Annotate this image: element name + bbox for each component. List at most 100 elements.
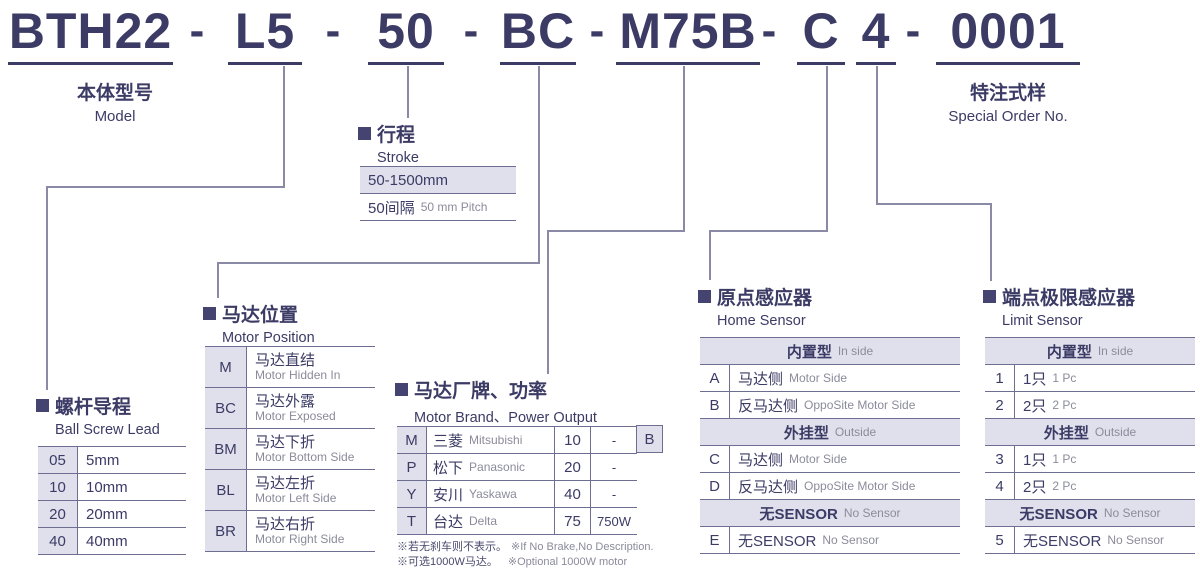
connector-line [46,186,285,188]
ball-screw-table: 05 5mm 10 10mm 20 20mm 40 40mm [38,446,186,555]
table-row: 1 1只 1 Pc [985,365,1195,392]
brand-zh: 安川 [433,486,464,504]
table-row: B 反马达侧 OppoSite Motor Side [700,392,960,419]
brand-name: 三菱 Mitsubishi [427,427,555,453]
model-label-zh: 本体型号 [76,83,153,104]
sensor-group-header: 外挂型 Outside [700,419,960,446]
connector-line [683,66,685,232]
table-row: BC 马达外露 Motor Exposed [205,388,375,429]
group-header-en: No Sensor [843,506,901,520]
table-row: BM 马达下折 Motor Bottom Side [205,429,375,470]
code-segment-stroke: 50 [368,0,444,65]
position-desc-zh: 马达右折 [255,516,316,533]
stroke-table: 50-1500mm 50间隔 50 mm Pitch [360,166,516,221]
section-bullet-icon [203,307,216,320]
sensor-desc-en: 1 Pc [1052,452,1077,466]
power-value: 750W [597,513,631,529]
connector-line [217,262,540,264]
connector-line [826,66,828,232]
table-row: BL 马达左折 Motor Left Side [205,470,375,511]
motor-brand-title-zh: 马达厂牌、功率 [414,381,548,402]
position-code: M [205,347,247,387]
power-value: - [611,459,617,475]
motor-brand-section-title: 马达厂牌、功率 Motor Brand、Power Output [395,376,597,427]
table-row: 5 无SENSOR No Sensor [985,527,1195,554]
sensor-code: 1 [985,365,1015,391]
table-row: 2 2只 2 Pc [985,392,1195,419]
motor-brand-note-1: ※若无刹车则不表示。 ※If No Brake,No Description. [397,538,654,554]
sensor-desc-zh: 无SENSOR [738,532,817,550]
position-desc-zh: 马达外露 [255,393,316,410]
table-row: 20 20mm [38,501,186,528]
section-bullet-icon [36,399,49,412]
motor-position-section-title: 马达位置 Motor Position [203,300,315,346]
position-desc-en: Motor Exposed [255,409,336,423]
note-zh: ※若无刹车则不表示。 [397,541,507,553]
sensor-code: 5 [985,527,1015,553]
stroke-range-row: 50-1500mm [360,167,516,194]
section-bullet-icon [395,383,408,396]
motor-brand-title-en: Motor Brand、Power Output [414,410,597,426]
sensor-desc-en: Motor Side [789,371,848,385]
motor-position-table: M 马达直结 Motor Hidden In BC 马达外露 Motor Exp… [205,346,375,552]
stroke-title-en: Stroke [377,150,419,166]
brand-code: T [397,508,427,534]
sensor-code: 3 [985,446,1015,472]
table-row: A 马达侧 Motor Side [700,365,960,392]
power-code: 75 [555,508,591,534]
note-zh: ※可选1000W马达。 [397,556,498,568]
note-en: ※If No Brake,No Description. [511,541,654,553]
power-code: 40 [555,481,591,507]
power-code: 20 [555,454,591,480]
stroke-pitch-zh: 50间隔 [368,199,415,217]
connector-line [547,230,549,374]
group-header-zh: 内置型 [786,343,832,361]
position-desc: 马达下折 Motor Bottom Side [247,434,354,464]
sensor-desc-en: 2 Pc [1052,398,1077,412]
brand-en: Panasonic [469,460,526,474]
sensor-desc-en: OppoSite Motor Side [804,479,916,493]
position-desc-en: Motor Hidden In [255,368,341,382]
group-header-en: In side [1097,344,1134,358]
sensor-desc-en: 2 Pc [1052,479,1077,493]
brand-en: Yaskawa [469,487,517,501]
sensor-desc-zh: 1只 [1023,370,1047,388]
lead-value: 10mm [86,478,128,496]
code-segment-special-order: 0001 [936,0,1080,65]
brand-name: 安川 Yaskawa [427,481,555,507]
table-row: C 马达侧 Motor Side [700,446,960,473]
connector-line [709,230,711,280]
home-sensor-title-zh: 原点感应器 [717,288,813,309]
sensor-code: 2 [985,392,1015,418]
sensor-group-header: 无SENSOR No Sensor [985,500,1195,527]
stroke-section-title: 行程 Stroke [358,120,419,166]
power-value: - [611,486,617,502]
ball-screw-section-title: 螺杆导程 Ball Screw Lead [36,392,160,438]
table-row: M 三菱 Mitsubishi 10 - [397,427,637,454]
special-order-label-zh: 特注式样 [969,83,1046,104]
connector-line [876,203,992,205]
table-row: D 反马达侧 OppoSite Motor Side [700,473,960,500]
position-desc: 马达左折 Motor Left Side [247,475,336,505]
position-desc-zh: 马达直结 [255,352,316,369]
sensor-desc-zh: 马达侧 [738,370,784,388]
brake-code-cell: B [636,425,663,453]
table-row: 4 2只 2 Pc [985,473,1195,500]
brand-en: Mitsubishi [469,433,523,447]
table-row: M 马达直结 Motor Hidden In [205,347,375,388]
table-row: 3 1只 1 Pc [985,446,1195,473]
limit-sensor-table: 内置型 In side 1 1只 1 Pc 2 2只 2 Pc 外挂型 Outs… [985,337,1195,554]
sensor-desc-zh: 反马达侧 [738,478,799,496]
brand-code: P [397,454,427,480]
group-header-zh: 内置型 [1046,343,1092,361]
sensor-code: E [700,527,730,553]
sensor-desc-en: OppoSite Motor Side [804,398,916,412]
motor-position-title-zh: 马达位置 [222,305,299,326]
sensor-group-header: 外挂型 Outside [985,419,1195,446]
special-order-label-en: Special Order No. [948,108,1068,125]
stroke-pitch-row: 50间隔 50 mm Pitch [360,194,516,221]
limit-sensor-title-en: Limit Sensor [1002,313,1083,329]
connector-line [283,66,285,188]
power-value: - [611,432,617,448]
